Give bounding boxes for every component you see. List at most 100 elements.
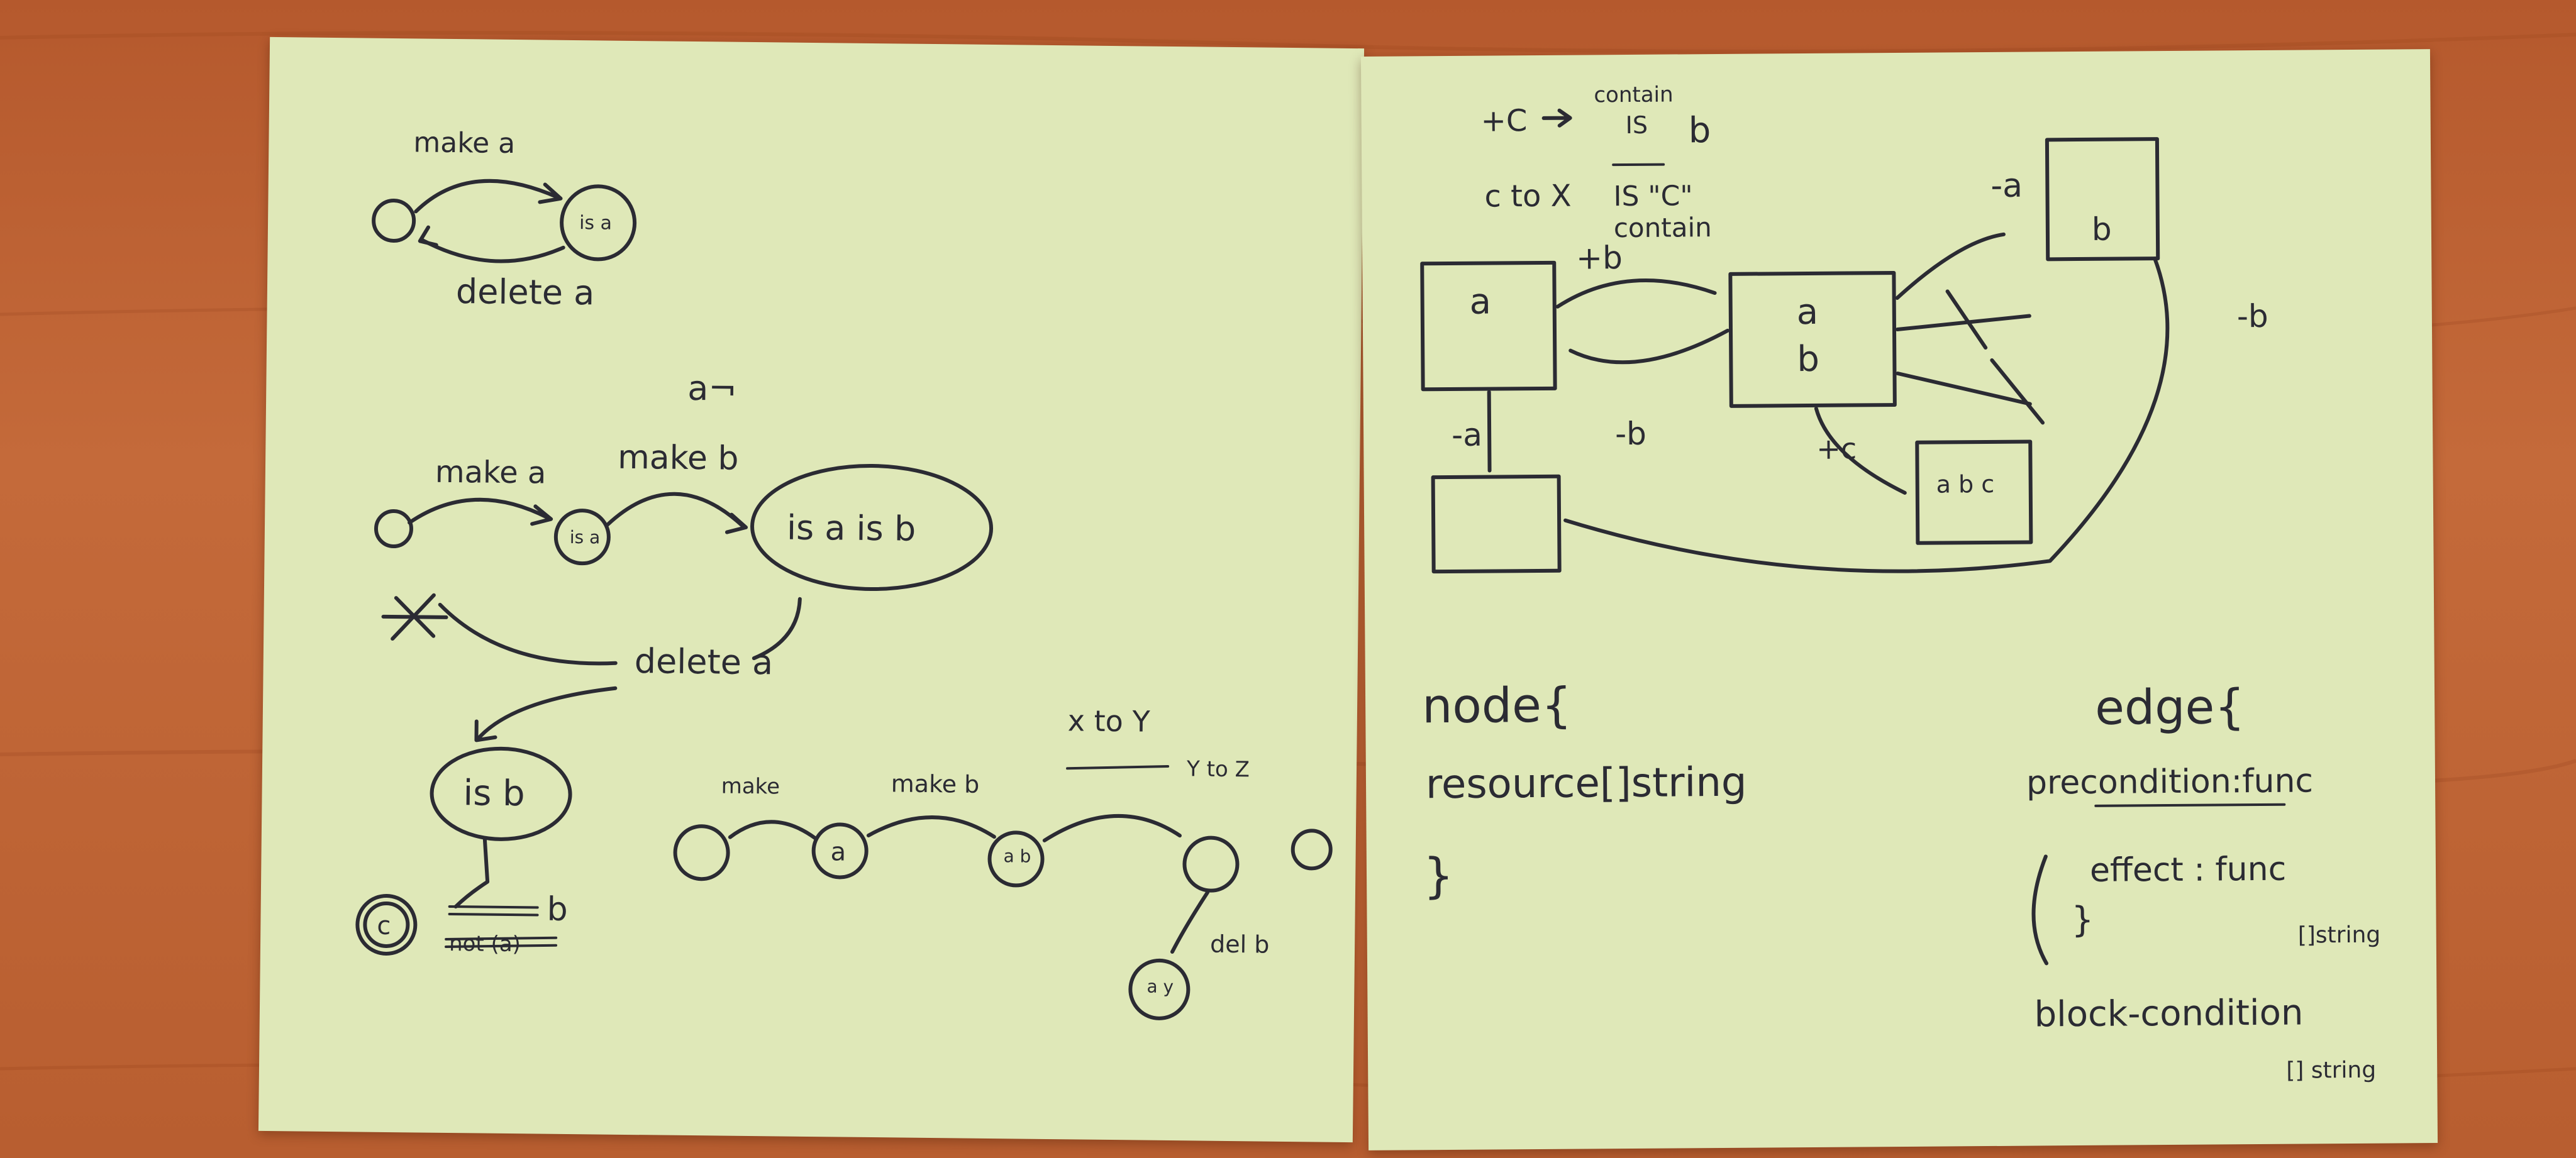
make-b-arrowhead <box>724 512 748 534</box>
box-a-label: a <box>1469 282 1491 323</box>
box-a <box>1420 260 1557 392</box>
state-node <box>560 184 637 262</box>
make-a-arrowhead <box>530 504 553 526</box>
state-b-label: is b <box>463 773 525 814</box>
b-label: b <box>1689 110 1711 151</box>
string1-label: []string <box>2298 922 2381 949</box>
is-label: IS <box>1626 111 1648 139</box>
node-ay-label: a y <box>1146 976 1174 997</box>
close-brace: } <box>2071 900 2094 940</box>
node-open: node{ <box>1422 677 1572 734</box>
minus-a-top-label: -a <box>1990 167 2023 205</box>
make-label: make a <box>413 126 515 160</box>
minus-b-label: -b <box>1615 416 1646 452</box>
minus-b-right-arrow <box>1563 256 2170 573</box>
minus-b-arrow <box>1568 328 1730 365</box>
precondition-label: precondition:func <box>2026 762 2313 802</box>
c-node-inner <box>363 901 410 948</box>
empty-state-node <box>372 199 416 243</box>
state-a-label: is a <box>570 527 601 548</box>
minus-a-arrow <box>1895 232 2006 301</box>
node-z <box>1291 829 1333 871</box>
minus-b-right-label: -b <box>2237 298 2268 334</box>
string2-label: [] string <box>2286 1057 2376 1084</box>
node-definition: node{ resource[]string } <box>1422 677 1747 904</box>
state-label: is a <box>579 212 612 234</box>
empty-state-node <box>673 824 730 881</box>
plus-c-label: +C <box>1480 103 1527 139</box>
box-ab <box>1728 271 1897 408</box>
state-ab-label: is a is b <box>787 508 916 549</box>
diagram-1: is a make a delete a <box>372 126 637 312</box>
c-node-outer <box>355 893 418 956</box>
y-to-z-label: Y to Z <box>1186 756 1250 782</box>
edge-definition: edge{ precondition:func effect : func []… <box>2026 678 2381 1084</box>
c-to-x-label: c to X <box>1484 179 1571 214</box>
struck-make <box>1066 764 1170 770</box>
node-close: } <box>1423 847 1454 903</box>
make-b-arrow <box>606 492 745 528</box>
del-b-label: del b <box>1210 930 1270 959</box>
state-b-tail <box>453 837 490 909</box>
effect-label: effect : func <box>2090 851 2287 890</box>
box-abc-label: a b c <box>1936 470 1995 499</box>
contain2-label: contain <box>1614 212 1712 243</box>
delete-label: delete a <box>456 272 595 312</box>
c-node-label: c <box>377 912 391 940</box>
delete-label: delete a <box>634 641 773 682</box>
not-strike <box>445 936 558 948</box>
is-c-label: IS "C" <box>1613 180 1692 212</box>
state-graph: a a b b a b c +b -b -a -a +c -b <box>1420 137 2268 574</box>
delete-arrow <box>419 238 565 263</box>
plus-b-arrow <box>1555 278 1717 309</box>
plus-c-arrow <box>1814 406 1907 495</box>
x-to-y-arrow <box>1042 814 1182 842</box>
precondition-underline <box>2094 803 2286 807</box>
not-label: not (a) <box>449 931 521 957</box>
make-b-label: make b <box>618 439 739 478</box>
crossed-arrow-1 <box>1895 289 2031 350</box>
crossed-out-mark <box>381 593 448 641</box>
make-b-arrow <box>866 815 996 839</box>
top-annotations: +C contain IS b c to X IS "C" contain <box>1480 82 1712 243</box>
box-empty <box>1431 474 1562 574</box>
node-ab-label: a b <box>1003 846 1031 866</box>
minus-a-left-label: -a <box>1452 417 1482 453</box>
box-b-label: b <box>2092 211 2112 248</box>
del-b-arrow <box>1170 890 1209 954</box>
delete-connector <box>752 597 802 661</box>
make-b-label: make b <box>891 769 980 798</box>
make-a-arrow <box>728 820 817 841</box>
node-field: resource[]string <box>1426 759 1747 808</box>
a-mark: a¬ <box>687 368 737 409</box>
node-a-label: a <box>830 837 846 866</box>
x-to-y-label: x to Y <box>1068 703 1151 738</box>
minus-a-down-arrow <box>1487 390 1492 473</box>
diagram-3: make a make b a b x to Y Y to Z del b a … <box>673 703 1333 1020</box>
box-abc <box>1915 439 2033 545</box>
diagram-2: a¬ is a is a is b make a make b delete a… <box>355 368 994 957</box>
node-ab <box>987 830 1045 888</box>
box-ab-a: a <box>1797 292 1819 333</box>
right-sticky-note: +C contain IS b c to X IS "C" contain a … <box>1360 49 2438 1150</box>
struck-text <box>448 905 539 917</box>
state-a-node <box>553 509 611 566</box>
node-ay-bottom <box>1128 958 1191 1020</box>
state-ab-node <box>750 463 994 592</box>
box-b <box>2045 137 2160 262</box>
b-struck-label: b <box>547 891 568 929</box>
make-arrowhead <box>538 182 563 204</box>
bracket-left <box>2031 854 2049 966</box>
delete-arrowhead <box>418 225 438 247</box>
node-a <box>811 822 869 880</box>
edge-open: edge{ <box>2095 678 2245 736</box>
contain-label: contain <box>1594 82 1673 108</box>
delete-arrow-down <box>477 686 618 739</box>
plus-c-arrow <box>1541 108 1572 128</box>
node-ay <box>1182 835 1240 893</box>
make-a-arrow <box>408 497 550 525</box>
make-arrow <box>414 179 560 214</box>
plus-b-label: +b <box>1576 240 1623 277</box>
box-ab-b: b <box>1797 339 1819 380</box>
make-a-label: make a <box>435 455 547 491</box>
